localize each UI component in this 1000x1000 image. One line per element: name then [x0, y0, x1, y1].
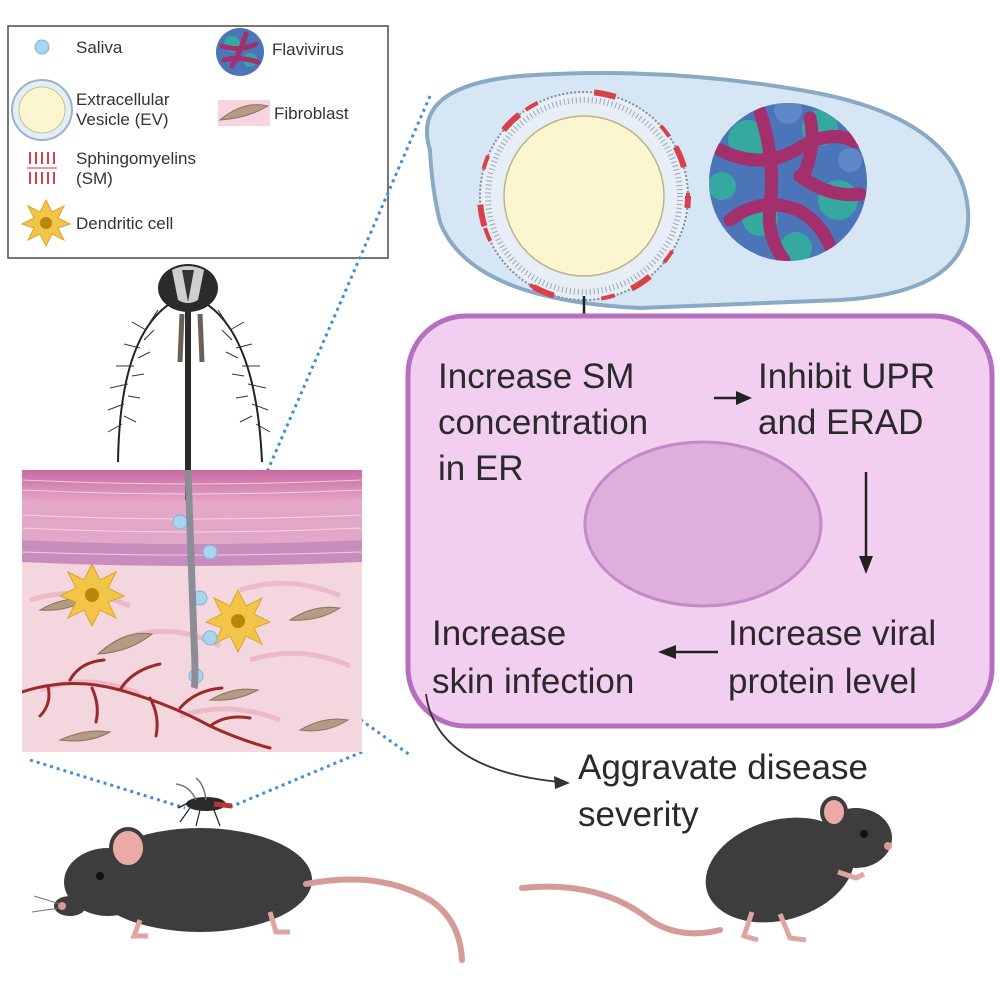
mosquito-head — [107, 264, 271, 690]
mouse-left — [31, 827, 465, 963]
fibroblast-icon — [218, 100, 270, 126]
zoom-line-mouse-right — [227, 750, 363, 810]
mosquito-on-mouse — [175, 777, 233, 827]
arrow-step2-to-step3 — [859, 472, 873, 574]
step-inhibit-upr-line2: and ERAD — [758, 403, 923, 442]
step-inhibit-upr-line1: Inhibit UPR — [758, 357, 935, 396]
step-increase-sm-line2: concentration — [438, 403, 648, 442]
skin-dendritic-cell-left — [58, 562, 126, 628]
step-skin-infection-line2: skin infection — [432, 662, 634, 701]
flavivirus-icon — [216, 28, 264, 76]
host-cell: Increase SM concentration in ER Inhibit … — [405, 313, 995, 729]
cell-nucleus — [583, 440, 823, 608]
step-viral-protein-line1: Increase viral — [728, 614, 936, 653]
flavivirus-particle — [709, 103, 867, 261]
dendritic-cell-icon — [20, 198, 72, 248]
outcome-line1: Aggravate disease — [578, 748, 868, 787]
step-increase-sm-line1: Increase SM — [438, 357, 634, 396]
legend-sm-label-line2: (SM) — [76, 169, 113, 188]
zoom-line-upper — [216, 95, 432, 586]
legend-sm-label-line1: Sphingomyelins — [76, 149, 196, 168]
saliva-icon — [34, 39, 50, 55]
step-skin-infection-line1: Increase — [432, 614, 566, 653]
arrow-to-outcome — [425, 693, 570, 789]
legend-flavivirus-label: Flavivirus — [272, 40, 344, 59]
legend-ev-label-line1: Extracellular — [76, 90, 170, 109]
step-viral-protein-line2: protein level — [728, 662, 917, 701]
zoom-line-mouse-left — [29, 758, 186, 810]
arrow-step3-to-step4 — [658, 645, 718, 659]
extracellular-vesicle — [477, 89, 691, 303]
arrow-step1-to-step2 — [714, 391, 752, 405]
legend-saliva-label: Saliva — [76, 38, 123, 57]
legend-ev-label-line2: Vesicle (EV) — [76, 110, 169, 129]
legend-box — [7, 25, 389, 259]
legend-fibroblast-label: Fibroblast — [274, 104, 349, 123]
zoom-line-lower — [217, 616, 411, 757]
step-increase-sm-line3: in ER — [438, 449, 524, 488]
legend-dendritic-label: Dendritic cell — [76, 214, 173, 233]
mouse-right — [519, 796, 892, 943]
extracellular-vesicle-icon — [11, 79, 73, 141]
outcome-line2: severity — [578, 795, 699, 834]
sphingomyelin-icon — [27, 152, 57, 184]
skin-dendritic-cell-right — [204, 588, 272, 654]
ev-container — [424, 71, 971, 311]
legend: Saliva Flavivirus Extracellular Vesicle … — [7, 25, 389, 259]
